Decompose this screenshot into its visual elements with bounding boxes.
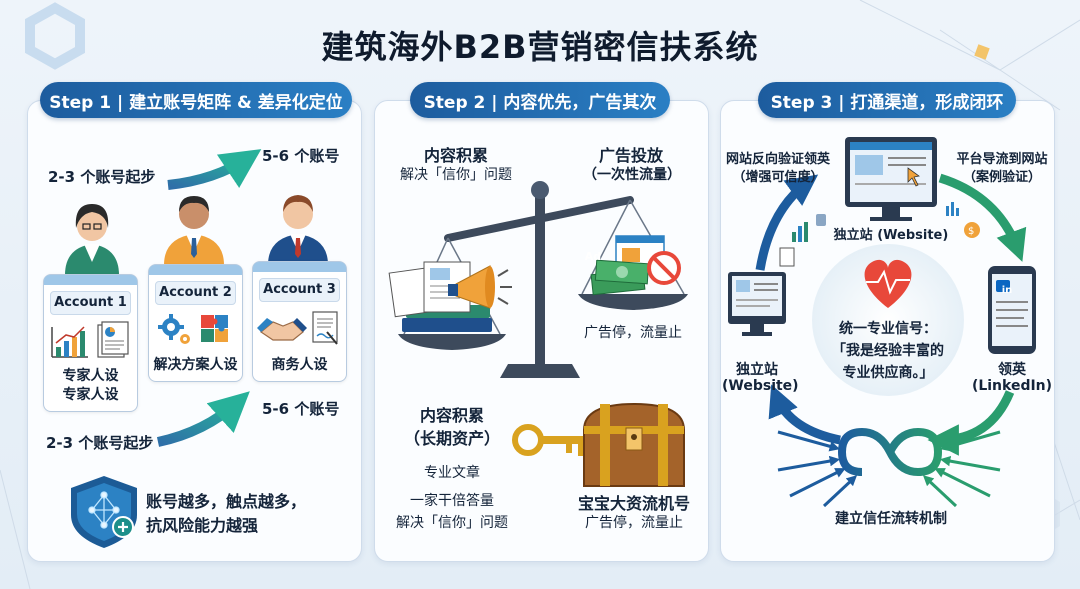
asset-item-1: 专业文章 — [424, 465, 480, 481]
platform-traffic-label-1: 平台导流到网站 — [956, 152, 1048, 167]
bottom-start-count-label: 2-3 个账号起步 — [46, 434, 154, 452]
asset-title-1: 内容积累 — [419, 406, 484, 425]
chest-sub: 广告停，流量止 — [585, 515, 683, 531]
website-verify-label-1: 网站反向验证领英 — [725, 152, 830, 167]
signal-line-2: 「我是经验丰富的 — [832, 343, 944, 359]
left-website-label-2: (Website) — [722, 378, 799, 394]
step3-header-pill: Step 3 | 打通渠道，形成闭环 — [758, 82, 1016, 118]
hexagon-deco-icon — [25, 2, 85, 70]
summary-line-2: 抗风险能力越强 — [146, 516, 259, 535]
account-1-card: Account 1 专家人设 专家人设 — [43, 274, 138, 412]
account-1-role-line1: 专家人设 — [62, 368, 119, 384]
summary-line-1: 账号越多，触点越多， — [146, 492, 307, 511]
linkedin-badge: in — [1001, 285, 1013, 296]
asset-item-3: 解决「信你」问题 — [396, 515, 508, 531]
signal-line-3: 专业供应商。」 — [842, 365, 934, 381]
account-1-role-line2: 专家人设 — [62, 387, 119, 403]
step2-header-pill: Step 2 | 内容优先，广告其次 — [410, 82, 670, 118]
account-3-role: 商务人设 — [271, 357, 328, 373]
trust-mechanism-label: 建立信任流转机制 — [835, 511, 947, 527]
ad-badge-text: Ad — [584, 250, 602, 263]
ad-placement-title: 广告投放 — [598, 146, 663, 165]
chart-document-icon — [51, 321, 129, 358]
ad-placement-sub: （一次性流量） — [583, 167, 681, 183]
account-3-card: Account 3 商务人设 — [252, 261, 347, 382]
account-2-card: Account 2 解决方案人设 — [148, 264, 243, 382]
account-2-role: 解决方案人设 — [153, 357, 238, 373]
account-1-name: Account 1 — [50, 291, 131, 315]
handshake-contract-icon — [257, 311, 338, 345]
content-accumulation-title: 内容积累 — [423, 146, 488, 165]
step1-header-pill: Step 1 | 建立账号矩阵 & 差异化定位 — [40, 82, 352, 118]
account-2-name: Account 2 — [155, 281, 236, 305]
left-website-label-1: 独立站 — [736, 362, 778, 378]
website-verify-label-2: （增强可信度） — [732, 170, 824, 185]
asset-item-2: 一家干倍答量 — [410, 493, 494, 509]
gear-puzzle-icon — [158, 314, 228, 344]
ad-stop-label: 广告停，流量止 — [584, 325, 682, 341]
page-title: 建筑海外B2B营销密信扶系统 — [321, 28, 759, 66]
chest-title: 宝宝大资流机号 — [577, 494, 690, 513]
account-3-name: Account 3 — [259, 278, 340, 302]
platform-traffic-label-2: （案例验证） — [962, 170, 1041, 185]
bottom-target-count-label: 5-6 个账号 — [262, 400, 340, 418]
top-target-count-label: 5-6 个账号 — [262, 147, 340, 165]
top-start-count-label: 2-3 个账号起步 — [48, 168, 156, 186]
linkedin-label-1: 领英 — [998, 362, 1026, 378]
content-accumulation-sub: 解决「信你」问题 — [400, 167, 512, 183]
linkedin-label-2: (LinkedIn) — [971, 378, 1053, 394]
signal-line-1: 统一专业信号： — [839, 321, 937, 337]
asset-title-2: （长期资产） — [403, 429, 500, 448]
center-website-label: 独立站 (Website) — [833, 228, 949, 243]
